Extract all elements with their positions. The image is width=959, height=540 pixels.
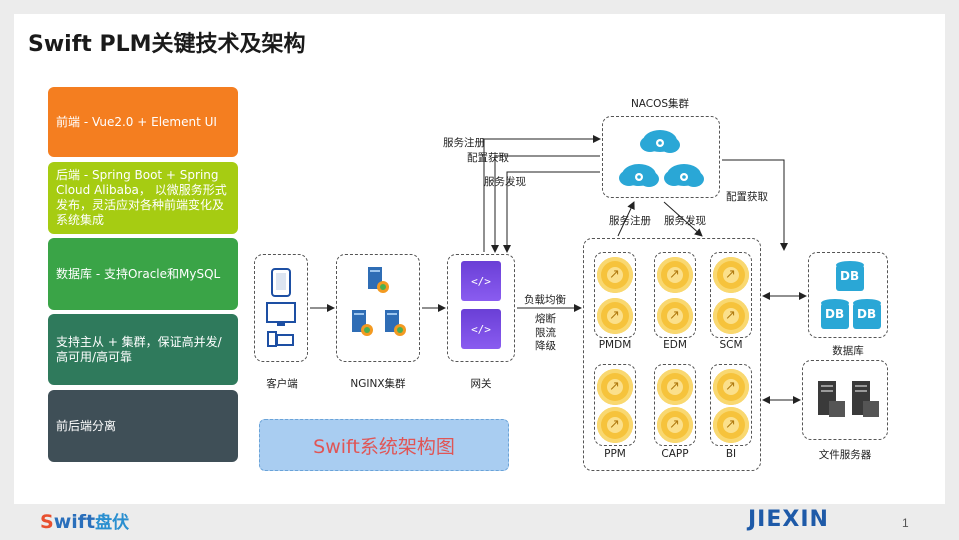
gateway-node: </> </> (447, 254, 515, 362)
feature-text: 前端 - Vue2.0 + Element UI (56, 114, 217, 129)
database-icon (821, 261, 881, 329)
service-icon: ↗ (657, 298, 693, 334)
gateway-icon: </> (461, 261, 501, 301)
feature-box-cluster: 支持主从 + 集群，保证高并发/高可用/高可靠 (48, 314, 238, 385)
arrow-label-register-services: 服务注册 (609, 215, 651, 227)
nacos-label: NACOS集群 (630, 98, 690, 110)
page-title: Swift PLM关键技术及架构 (28, 32, 306, 57)
client-label: 客户端 (266, 378, 298, 390)
database-node (808, 252, 888, 338)
db-icon-label: DB (857, 307, 877, 321)
service-label-ppm: PPM (604, 448, 626, 460)
service-label-scm: SCM (719, 339, 743, 351)
jiexin-logo: JIEXIN (748, 507, 829, 532)
feature-box-backend: 后端 - Spring Boot + Spring Cloud Alibaba，… (48, 162, 238, 234)
diagram-banner: Swift系统架构图 (259, 419, 509, 471)
arrow-label-config: 配置获取 (467, 152, 509, 164)
feature-text: 前后端分离 (56, 418, 117, 433)
service-icon: ↗ (713, 407, 749, 443)
arrow-label-config-right: 配置获取 (726, 191, 768, 203)
service-icon: ↗ (713, 298, 749, 334)
db-icon-label: DB (825, 307, 845, 321)
service-icon: ↗ (713, 369, 749, 405)
slide: Swift PLM关键技术及架构 前端 - Vue2.0 + Element U… (14, 14, 945, 504)
db-icon-label: DB (840, 269, 860, 283)
feature-text: 数据库 - 支持Oracle和MySQL (56, 266, 221, 281)
gateway-icon: </> (461, 309, 501, 349)
nacos-node (602, 116, 720, 198)
arrow-label-circuit-break: 熔断 (535, 313, 556, 325)
arrow-label-discover-services: 服务发现 (664, 215, 706, 227)
service-icon: ↗ (657, 257, 693, 293)
page-number: 1 (902, 516, 909, 530)
service-icon: ↗ (657, 407, 693, 443)
database-label: 数据库 (832, 345, 864, 357)
arrow-label-discover: 服务发现 (484, 176, 526, 188)
service-label-bi: BI (725, 448, 737, 460)
file-server-label: 文件服务器 (818, 449, 872, 461)
cloud-gear-icon (619, 130, 704, 187)
service-icon: ↗ (713, 257, 749, 293)
service-icon: ↗ (657, 369, 693, 405)
service-icon: ↗ (597, 257, 633, 293)
client-devices-icon (266, 268, 296, 347)
feature-box-frontend: 前端 - Vue2.0 + Element UI (48, 87, 238, 157)
arrow-label-degrade: 降级 (535, 340, 556, 352)
service-icon: ↗ (597, 407, 633, 443)
gateway-label: 网关 (470, 378, 492, 390)
feature-box-database: 数据库 - 支持Oracle和MySQL (48, 238, 238, 310)
nginx-node (336, 254, 420, 362)
arrow-label-load-balance: 负载均衡 (524, 294, 566, 306)
service-label-pmdm: PMDM (598, 339, 632, 351)
arrow-label-register: 服务注册 (443, 137, 485, 149)
arrow-label-rate-limit: 限流 (535, 327, 556, 339)
feature-text: 后端 - Spring Boot + Spring Cloud Alibaba，… (56, 168, 227, 227)
swift-logo: Swift盘伏 (40, 511, 130, 533)
service-label-capp: CAPP (661, 448, 689, 460)
server-cluster-icon (352, 267, 406, 336)
feature-box-separation: 前后端分离 (48, 390, 238, 462)
client-node (254, 254, 308, 362)
service-icon: ↗ (597, 369, 633, 405)
banner-text: Swift系统架构图 (313, 435, 455, 458)
file-server-node (802, 360, 888, 440)
nginx-label: NGINX集群 (350, 378, 406, 390)
file-server-icon (818, 381, 879, 417)
service-icon: ↗ (597, 298, 633, 334)
service-label-edm: EDM (663, 339, 687, 351)
feature-text: 支持主从 + 集群，保证高并发/高可用/高可靠 (56, 334, 222, 364)
